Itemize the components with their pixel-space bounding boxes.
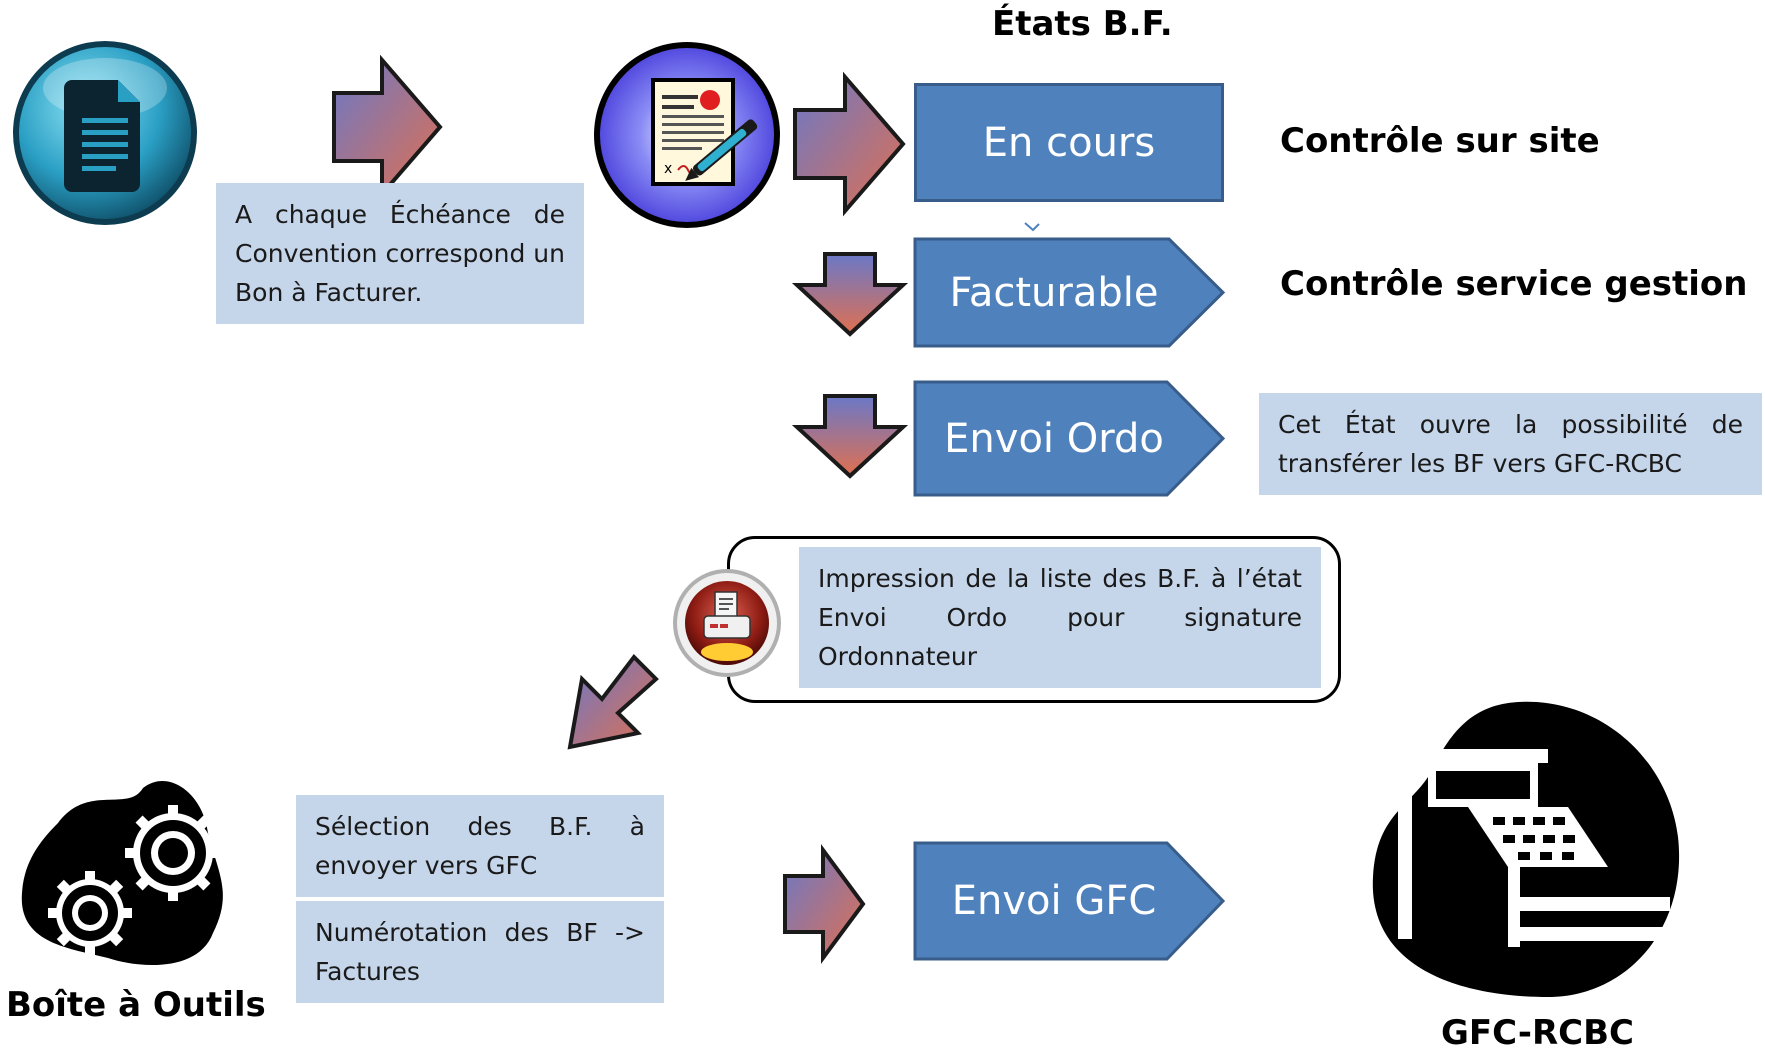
arrow-down-1 [791, 252, 909, 337]
arrow-right-2 [793, 71, 906, 217]
state-facturable: Facturable [949, 269, 1159, 316]
control-gestion-label: Contrôle service gestion [1280, 264, 1748, 304]
state-en-cours: En cours [914, 83, 1224, 202]
state-envoi-gfc: Envoi GFC [951, 878, 1157, 924]
intro-note: A chaque Échéance de Convention correspo… [216, 183, 584, 324]
print-note: Impression de la liste des B.F. à l’état… [799, 547, 1321, 688]
state-envoi-ordo: Envoi Ordo [944, 415, 1164, 462]
toolbox-numbering-note: Numérotation des BF -> Factures [296, 901, 664, 1003]
diagram-title: États B.F. [992, 4, 1173, 44]
cash-register-icon [1372, 701, 1680, 997]
document-icon [13, 41, 197, 225]
gears-icon [21, 780, 223, 966]
state-envoi-gfc-shape [913, 841, 1226, 961]
printer-icon [673, 569, 781, 677]
arrow-right-3 [783, 843, 866, 965]
svg-text:x: x [664, 161, 672, 177]
envoi-ordo-note: Cet État ouvre la possibilité de transfé… [1259, 393, 1762, 495]
toolbox-label: Boîte à Outils [6, 985, 266, 1025]
connector-mark [1024, 222, 1040, 232]
toolbox-selection-note: Sélection des B.F. à envoyer vers GFC [296, 795, 664, 897]
arrow-down-2 [791, 394, 909, 479]
gfc-rcbc-label: GFC-RCBC [1441, 1013, 1634, 1053]
control-site-label: Contrôle sur site [1280, 121, 1600, 161]
arrow-right-1 [332, 54, 443, 200]
state-envoi-ordo-shape [913, 380, 1226, 497]
state-facturable-shape [913, 237, 1226, 348]
arrow-down-left [567, 653, 659, 750]
signed-contract-icon: x [594, 42, 780, 228]
